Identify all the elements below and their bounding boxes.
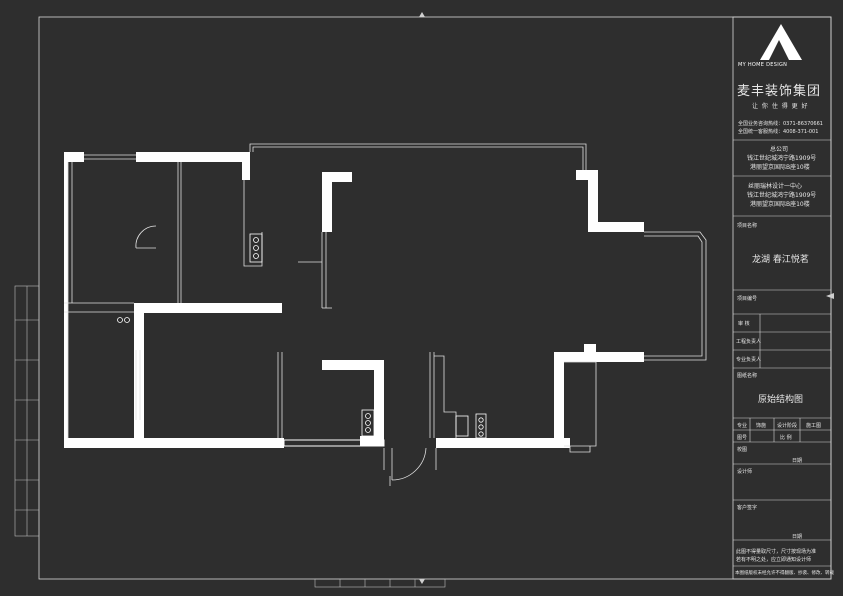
fixtures — [117, 233, 487, 439]
row-drawno: 图号 — [737, 435, 748, 441]
checker-label: 校图 — [737, 447, 748, 453]
branch-title: 丝丽瑞林设计一中心 — [748, 183, 803, 190]
row-scale: 比 例 — [780, 435, 792, 441]
review-label: 审 核 — [738, 321, 750, 327]
row-stage: 设计阶段 — [777, 423, 798, 429]
branch-address-2: 港丽望京国际B座10楼 — [750, 201, 810, 208]
drawing-name: 原始结构图 — [758, 395, 804, 405]
slogan: 让 你 住 得 更 好 — [752, 103, 809, 110]
client-sign-label: 客户签字 — [737, 505, 758, 511]
row-construct: 施工图 — [806, 423, 822, 429]
note-2: 若有不明之处，应立即通知设计师 — [736, 557, 812, 563]
logo-text: MY HOME DESIGN — [738, 62, 788, 68]
date-2: 日期 — [792, 534, 803, 540]
walls — [64, 152, 644, 448]
hotline-1: 全国业务咨询热线：0371-86370661 — [738, 121, 823, 127]
hotline-2: 全国统一客服热线：4008-371-001 — [738, 129, 819, 135]
left-margin-scale — [14, 285, 40, 537]
branch-address-1: 钱江世纪城鸿宁路1909号 — [747, 192, 817, 199]
designer-label: 设计师 — [737, 469, 753, 475]
hq-title: 总公司 — [770, 146, 789, 153]
hq-address-2: 港丽望京国际B座10楼 — [750, 164, 810, 171]
title-block-grid — [733, 139, 831, 567]
center-marks — [419, 12, 834, 584]
project-name-label: 项目名称 — [737, 223, 758, 229]
note-1: 此图不得量取尺寸，尺寸按现场为准 — [736, 549, 817, 555]
project-no-label: 项目编号 — [737, 296, 758, 302]
note-3: 本图纸版权未经允许不得翻版、抄袭、修改、转载 — [735, 571, 834, 576]
date-1: 日期 — [792, 458, 803, 464]
row-major: 专业 — [737, 423, 748, 429]
bottom-margin-scale — [314, 578, 446, 588]
logo-icon — [760, 24, 802, 60]
thin-lines — [64, 143, 707, 486]
engineer-label: 工程负责人 — [736, 339, 762, 345]
specialist-label: 专业负责人 — [736, 357, 762, 363]
project-name: 龙湖 春江悦茗 — [752, 255, 809, 265]
hq-address-1: 钱江世纪城鸿宁路1909号 — [747, 155, 817, 162]
title-block-border — [732, 16, 832, 580]
outer-border — [38, 16, 832, 580]
row-decor: 饰施 — [756, 423, 767, 429]
drawing-name-label: 图纸名称 — [737, 373, 758, 379]
company-name: 麦丰装饰集团 — [737, 84, 822, 99]
